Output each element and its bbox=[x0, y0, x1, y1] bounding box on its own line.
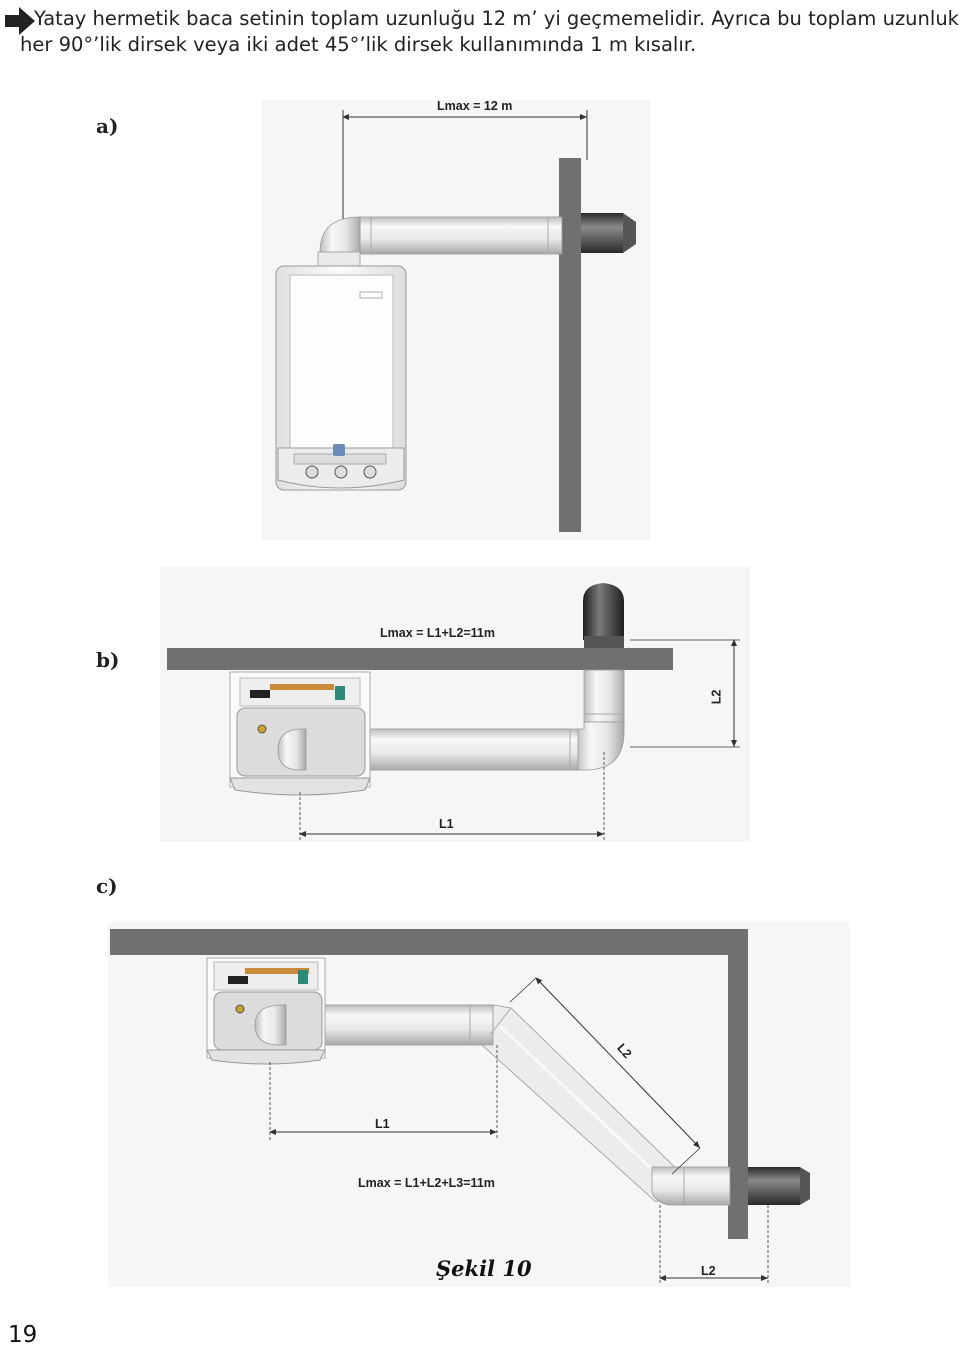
wall-a bbox=[559, 158, 581, 532]
terminal-b bbox=[583, 583, 624, 640]
figure-b-dimension: Lmax = L1+L2=11m bbox=[380, 626, 496, 640]
terminal-a bbox=[581, 213, 623, 253]
terminal-c bbox=[748, 1167, 800, 1205]
figure-c-drawing bbox=[108, 922, 850, 1287]
flue-pipe-b-vertical bbox=[583, 669, 625, 723]
figure-a-label: a) bbox=[96, 114, 119, 138]
slab-b bbox=[167, 648, 673, 670]
wall-c bbox=[728, 929, 748, 1239]
intro-line-2: her 90°’lik dirsek veya iki adet 45°’lik… bbox=[20, 33, 697, 56]
figure-b-drawing bbox=[160, 567, 750, 842]
figure-c-label: c) bbox=[96, 874, 118, 898]
figure-a-dimension: Lmax = 12 m bbox=[437, 99, 513, 113]
figure-b-label: b) bbox=[96, 648, 120, 672]
figure-c-l2-bottom: L2 bbox=[701, 1264, 716, 1278]
flue-pipe-c-horizontal-2 bbox=[683, 1166, 731, 1206]
intro-line-1: Yatay hermetik baca setinin toplam uzunl… bbox=[34, 7, 959, 30]
figure-b-l2: L2 bbox=[709, 689, 724, 705]
right-arrow-icon bbox=[5, 7, 35, 35]
figure-b-l1: L1 bbox=[439, 817, 454, 831]
slab-c bbox=[110, 929, 748, 955]
intro-paragraph: Yatay hermetik baca setinin toplam uzunl… bbox=[5, 6, 959, 58]
flue-pipe-a bbox=[359, 216, 563, 255]
figure-caption: Şekil 10 bbox=[436, 1256, 532, 1281]
figure-c-l1: L1 bbox=[375, 1117, 390, 1131]
figure-c-dimension: Lmax = L1+L2+L3=11m bbox=[358, 1176, 495, 1190]
figure-a-drawing bbox=[262, 100, 650, 540]
page-number: 19 bbox=[8, 1322, 38, 1348]
